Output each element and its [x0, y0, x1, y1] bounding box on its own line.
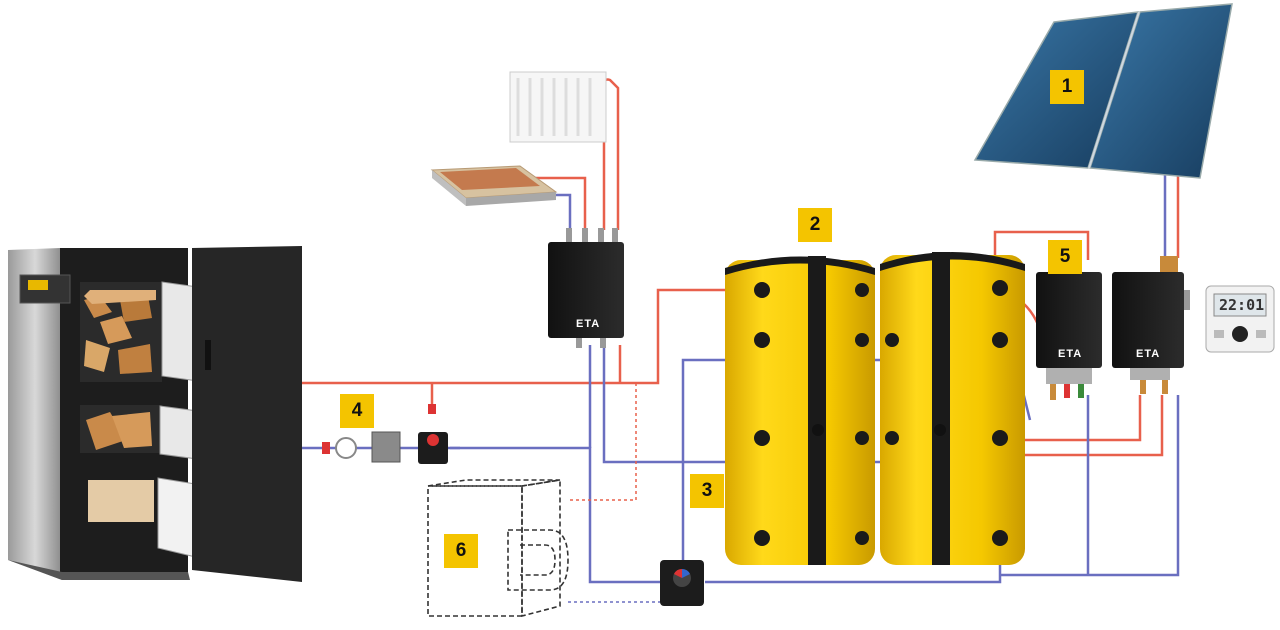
badge-pump-group: 4 — [340, 394, 374, 428]
solar-station — [1112, 256, 1190, 394]
firewood-icon — [84, 290, 156, 374]
badge-buffer-tank: 2 — [798, 208, 832, 242]
mixing-valve-icon — [418, 432, 448, 464]
badge-optional-unit: 6 — [444, 534, 478, 568]
flow-pipe — [1000, 395, 1142, 442]
badge-fresh-water-module: 5 — [1048, 240, 1082, 274]
buffer-tank — [725, 256, 875, 565]
room-control-unit — [1205, 285, 1275, 353]
boiler-open-door — [192, 246, 302, 582]
optional-flow-pipe — [570, 383, 637, 501]
brand-label: ETA — [576, 318, 601, 330]
flow-pipe — [993, 230, 1090, 260]
badge-mixing-valve: 3 — [690, 474, 724, 508]
flow-pipe — [1015, 395, 1164, 457]
flow-pipe — [520, 176, 587, 230]
badge-solar-collector: 1 — [1050, 70, 1084, 104]
pump-icon — [371, 431, 401, 463]
solar-collector — [973, 3, 1233, 179]
boiler-side-panel — [8, 248, 62, 580]
return-pipe — [1000, 395, 1180, 577]
floor-heating-icon — [430, 165, 558, 206]
heating-circuit-module — [548, 228, 624, 348]
firewood-icon — [86, 412, 152, 450]
boiler-base — [8, 560, 190, 580]
fresh-water-module — [1036, 272, 1102, 400]
return-pipe — [302, 446, 662, 584]
flow-pipe — [302, 288, 760, 385]
radiator-icon — [509, 71, 607, 143]
thermometer-icon — [335, 437, 357, 459]
room-unit-display: 22:01 — [1219, 296, 1265, 314]
door-handle — [205, 340, 211, 370]
wood-boiler — [8, 246, 302, 582]
boiler-pump-group — [322, 404, 448, 464]
buffer-tank — [880, 252, 1025, 565]
brand-label: ETA — [1136, 348, 1161, 360]
valve-icon — [322, 442, 330, 454]
mixing-valve — [660, 560, 704, 606]
optional-unit — [427, 479, 569, 618]
boiler-ash-box — [88, 480, 154, 522]
boiler-display — [28, 280, 48, 290]
brand-label: ETA — [1058, 348, 1083, 360]
